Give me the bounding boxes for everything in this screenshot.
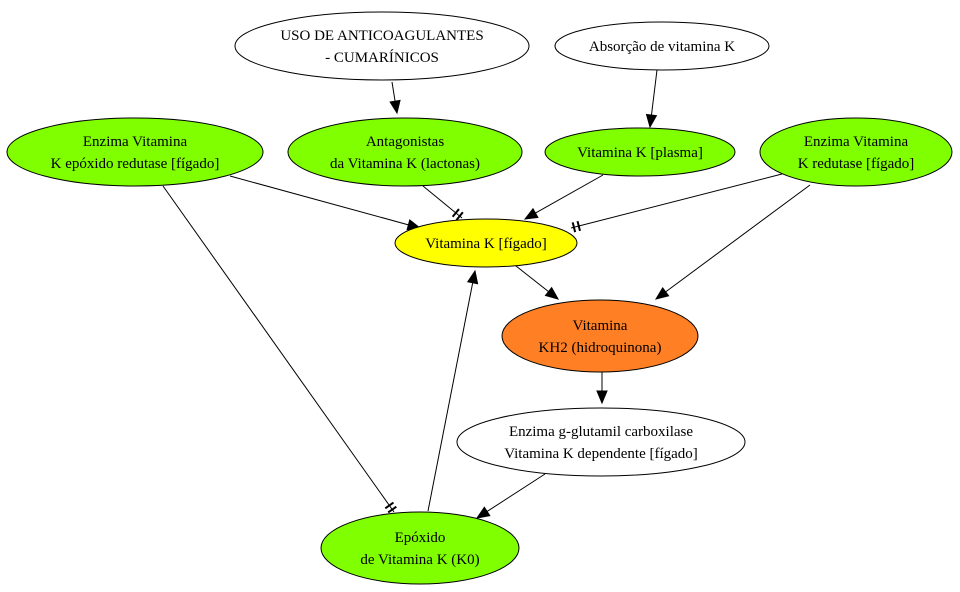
- node-epoxido-shape: [320, 511, 520, 585]
- edge-epoxido-to-vitk-figado: [427, 269, 479, 512]
- node-epoxido-redutase-line-2: K epóxido redutase [fígado]: [51, 156, 220, 172]
- node-vitk-figado-line-1: Vitamina K [fígado]: [425, 236, 547, 252]
- edge-line: [427, 282, 474, 512]
- arrowhead-mark: [645, 113, 658, 129]
- edge-line: [515, 265, 549, 292]
- edge-redutase-to-kh2: [654, 184, 811, 300]
- node-carboxilase-shape: [456, 407, 746, 477]
- edge-line: [665, 184, 811, 293]
- edge-line: [391, 81, 396, 102]
- arrowhead-mark: [389, 99, 401, 115]
- node-anticoagulantes-line-2: - CUMARÍNICOS: [325, 49, 439, 66]
- edge-vitk-figado-to-kh2: [515, 265, 560, 300]
- edges-layer: [162, 69, 811, 519]
- node-vitk-plasma-shape: [544, 127, 736, 177]
- node-carboxilase-line-1: Enzima g-glutamil carboxilase: [509, 424, 693, 440]
- node-vitk-figado-shape: [394, 218, 578, 268]
- node-epoxido-line-1: Epóxido: [395, 530, 446, 546]
- edge-redutase-to-vitk-figado: [570, 173, 783, 233]
- node-antagonistas-line-1: Antagonistas: [366, 134, 444, 150]
- node-antagonistas: Antagonistas da Vitamina K (lactonas): [287, 117, 523, 187]
- node-anticoagulantes-line-1: USO DE ANTICOAGULANTES: [280, 28, 483, 44]
- inhibition-bar-mark: [455, 211, 464, 221]
- edge-epoxido-redutase-to-epoxido: [162, 185, 397, 514]
- inhibition-bar-mark: [576, 220, 581, 232]
- edge-anticoagulantes-to-antagonistas: [389, 81, 401, 115]
- node-redutase: Enzima Vitamina K redutase [fígado]: [759, 117, 953, 187]
- edge-kh2-to-carboxilase: [596, 372, 608, 405]
- node-vitk-figado: Vitamina K [fígado]: [394, 218, 578, 268]
- arrowhead-mark: [523, 207, 539, 220]
- edge-carboxilase-to-epoxido: [475, 473, 546, 519]
- edge-line: [162, 185, 395, 513]
- node-redutase-shape: [759, 117, 953, 187]
- node-carboxilase: Enzima g-glutamil carboxilase Vitamina K…: [456, 407, 746, 477]
- edge-line: [229, 175, 409, 226]
- node-absorcao: Absorção de vitamina K: [554, 21, 770, 71]
- inhibition-bar-mark: [384, 501, 395, 510]
- node-kh2-line-2: KH2 (hidroquinona): [539, 340, 662, 356]
- node-absorcao-line-1: Absorção de vitamina K: [589, 39, 735, 55]
- node-vitk-plasma-line-1: Vitamina K [plasma]: [577, 145, 703, 161]
- node-epoxido-redutase-shape: [6, 117, 264, 187]
- node-redutase-line-1: Enzima Vitamina: [804, 134, 909, 150]
- node-vitk-plasma: Vitamina K [plasma]: [544, 127, 736, 177]
- edge-line: [570, 173, 783, 229]
- arrowhead-mark: [654, 286, 670, 300]
- inhibition-bar-mark: [387, 505, 397, 514]
- node-absorcao-shape: [554, 21, 770, 71]
- edge-absorcao-to-vitk-plasma: [645, 69, 658, 129]
- edge-vitk-plasma-to-vitk-figado: [523, 174, 604, 220]
- node-anticoagulantes-shape: [234, 11, 530, 81]
- node-anticoagulantes: USO DE ANTICOAGULANTES - CUMARÍNICOS: [234, 11, 530, 81]
- arrowhead-mark: [466, 269, 479, 285]
- node-epoxido: Epóxido de Vitamina K (K0): [320, 511, 520, 585]
- node-redutase-line-2: K redutase [fígado]: [798, 156, 915, 172]
- node-epoxido-redutase-line-1: Enzima Vitamina: [83, 134, 188, 150]
- inhibition-bar-mark: [571, 222, 577, 233]
- node-epoxido-redutase: Enzima Vitamina K epóxido redutase [fíga…: [6, 117, 264, 187]
- arrowhead-mark: [544, 286, 560, 300]
- arrowhead-mark: [475, 506, 491, 519]
- arrowhead-mark: [596, 390, 608, 405]
- edge-line: [535, 174, 604, 214]
- node-antagonistas-shape: [287, 117, 523, 187]
- node-epoxido-line-2: de Vitamina K (K0): [360, 552, 479, 568]
- edge-line: [486, 473, 546, 512]
- node-kh2-line-1: Vitamina: [573, 318, 628, 334]
- edge-antagonistas-to-vitk-figado: [422, 185, 464, 221]
- inhibition-bar-mark: [451, 208, 460, 218]
- node-carboxilase-line-2: Vitamina K dependente [fígado]: [504, 446, 698, 462]
- node-kh2-shape: [501, 299, 699, 373]
- nodes-layer: USO DE ANTICOAGULANTES - CUMARÍNICOS Abs…: [6, 11, 953, 585]
- edge-line: [650, 69, 658, 116]
- node-kh2: Vitamina KH2 (hidroquinona): [501, 299, 699, 373]
- node-antagonistas-line-2: da Vitamina K (lactonas): [330, 156, 480, 172]
